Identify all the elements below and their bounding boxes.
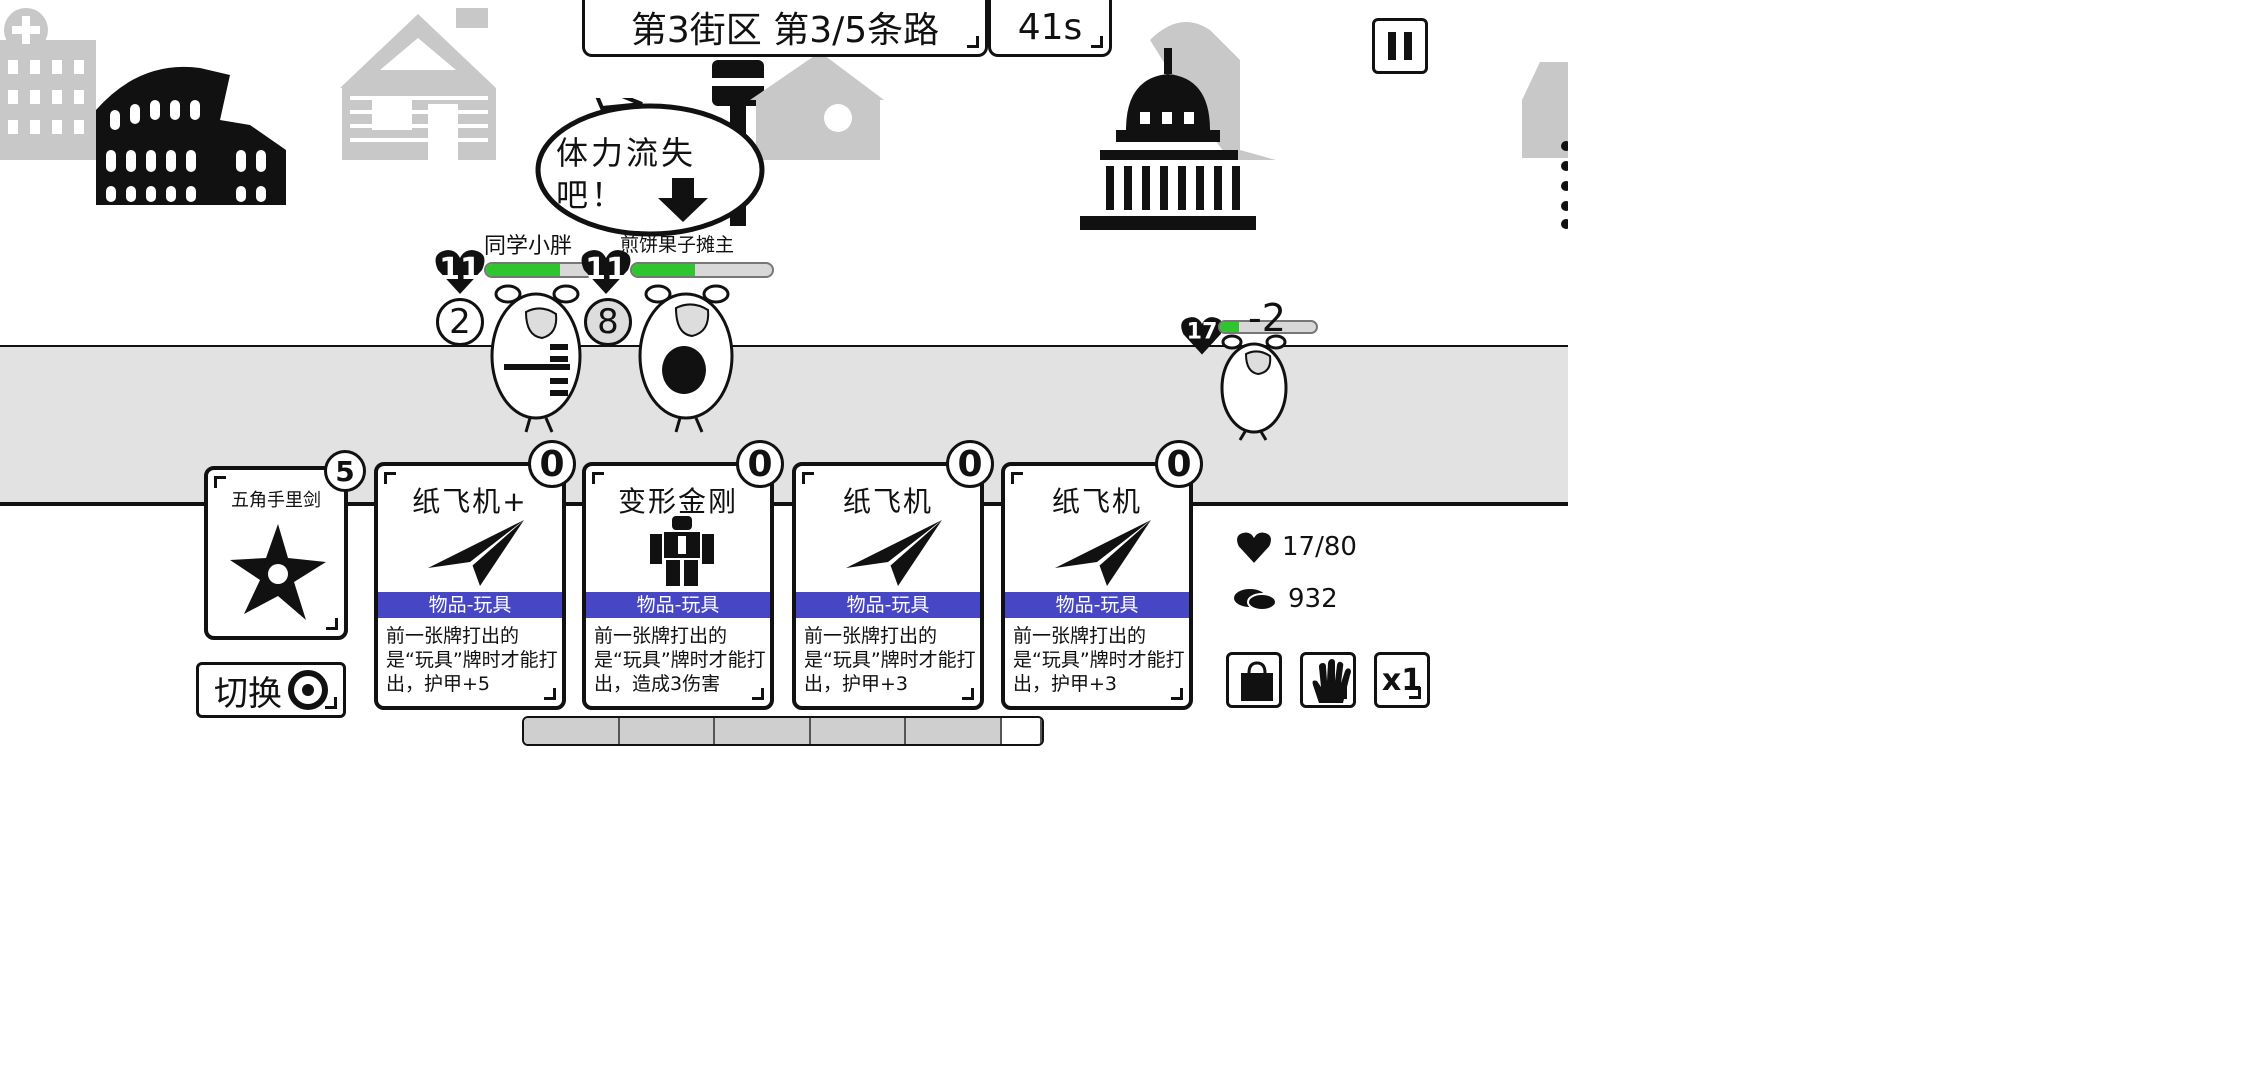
progress-segment bbox=[906, 718, 1002, 744]
paper-plane-icon bbox=[1055, 520, 1151, 586]
card-type-tag: 物品-玩具 bbox=[796, 592, 980, 618]
heart-icon bbox=[1237, 532, 1271, 563]
enemy-heart-value-1: 11 bbox=[439, 252, 481, 287]
card-description: 前一张牌打出的是“玩具”牌时才能打出，护甲+3 bbox=[804, 625, 976, 695]
player-character bbox=[1220, 334, 1288, 441]
shuriken-icon bbox=[230, 524, 326, 620]
draw-pile-card-name: 五角手里剑 bbox=[231, 490, 321, 511]
enemy-name-2: 煎饼果子摊主 bbox=[620, 234, 735, 256]
coin-value: 932 bbox=[1288, 584, 1338, 614]
draw-pile[interactable]: 五角手里剑 bbox=[204, 466, 348, 640]
heart-icon bbox=[1181, 317, 1223, 355]
bag-button[interactable] bbox=[1226, 652, 1282, 708]
right-edge-building-icon bbox=[1522, 62, 1568, 229]
enemy-heart-1: 11 bbox=[434, 248, 486, 294]
card-cost-3: 0 bbox=[946, 440, 994, 488]
card-type-tag: 物品-玩具 bbox=[586, 592, 770, 618]
hand-card-1[interactable]: 纸飞机+ 物品-玩具前一张牌打出的是“玩具”牌时才能打出，护甲+5 bbox=[374, 462, 566, 710]
card-title: 变形金刚 bbox=[617, 485, 738, 518]
enemy-heart-2: 11 bbox=[580, 248, 632, 294]
speed-label: x1 bbox=[1381, 662, 1423, 698]
card-title: 纸飞机 bbox=[842, 485, 933, 518]
draw-pile-count: 5 bbox=[324, 450, 366, 492]
colosseum-icon bbox=[96, 66, 286, 206]
card-type-tag: 物品-玩具 bbox=[1005, 592, 1189, 618]
card-cost-value: 0 bbox=[957, 443, 983, 485]
card-description: 前一张牌打出的是“玩具”牌时才能打出，造成3伤害 bbox=[594, 625, 766, 695]
paper-plane-icon bbox=[428, 520, 524, 586]
card-art bbox=[622, 516, 742, 588]
enemy-counter-value-1: 2 bbox=[449, 302, 471, 342]
progress-segment bbox=[1002, 718, 1042, 744]
coins-icon bbox=[1234, 589, 1277, 611]
card-title: 纸飞机 bbox=[1051, 485, 1142, 518]
progress-segment bbox=[810, 718, 907, 744]
heart-icon bbox=[435, 250, 485, 294]
enemy-heart-value-2: 11 bbox=[585, 252, 627, 287]
enemy-counter-value-2: 8 bbox=[597, 302, 619, 342]
progress-segment bbox=[715, 718, 811, 744]
health-value: 17/80 bbox=[1282, 532, 1357, 562]
enemy-hp-fill-1 bbox=[486, 264, 561, 276]
lifebuoy-icon bbox=[288, 670, 328, 710]
player-heart-value: 17 bbox=[1186, 318, 1218, 345]
card-cost-2: 0 bbox=[736, 440, 784, 488]
city-skyline-background bbox=[0, 8, 1568, 230]
card-cost-1: 0 bbox=[528, 440, 576, 488]
enemy-counter-1: 2 bbox=[436, 298, 484, 346]
heart-icon bbox=[581, 250, 631, 294]
switch-button[interactable]: 切换 bbox=[196, 662, 346, 718]
hand-card-3[interactable]: 纸飞机物品-玩具前一张牌打出的是“玩具”牌时才能打出，护甲+3 bbox=[792, 462, 984, 710]
card-art bbox=[414, 516, 534, 588]
speed-button[interactable]: x1 bbox=[1374, 652, 1430, 708]
card-art bbox=[832, 516, 952, 588]
card-description: 前一张牌打出的是“玩具”牌时才能打出，护甲+5 bbox=[386, 625, 558, 695]
enemy-character-1[interactable] bbox=[486, 278, 586, 434]
card-cost-value: 0 bbox=[1166, 443, 1192, 485]
card-art bbox=[1041, 516, 1161, 588]
health-stat: 17/80 bbox=[1236, 530, 1357, 564]
switch-button-label: 切换 bbox=[214, 673, 282, 714]
hand-card-4[interactable]: 纸飞机物品-玩具前一张牌打出的是“玩具”牌时才能打出，护甲+3 bbox=[1001, 462, 1193, 710]
speech-bubble-text: 体力流失吧！ bbox=[556, 134, 697, 214]
pause-icon bbox=[1388, 32, 1396, 60]
player-hp-bar bbox=[1218, 320, 1318, 334]
hand-card-2[interactable]: 变形金刚物品-玩具前一张牌打出的是“玩具”牌时才能打出，造成3伤害 bbox=[582, 462, 774, 710]
robot-icon bbox=[650, 516, 714, 586]
coin-stat: 932 bbox=[1232, 584, 1338, 614]
enemy-character-2[interactable] bbox=[634, 278, 738, 434]
paper-plane-icon bbox=[846, 520, 942, 586]
wooden-house-icon bbox=[340, 8, 496, 160]
card-description: 前一张牌打出的是“玩具”牌时才能打出，护甲+3 bbox=[1013, 625, 1185, 695]
enemy-counter-2: 8 bbox=[584, 298, 632, 346]
pause-button[interactable] bbox=[1372, 18, 1428, 74]
card-title: 纸飞机+ bbox=[412, 485, 528, 518]
damage-popup: -2 bbox=[1248, 296, 1286, 340]
progress-segment bbox=[619, 718, 716, 744]
timer-text: 41s bbox=[1017, 6, 1083, 48]
card-cost-value: 0 bbox=[539, 443, 565, 485]
card-cost-value: 0 bbox=[747, 443, 773, 485]
enemy-hp-bar-2 bbox=[630, 262, 774, 278]
speech-bubble bbox=[535, 98, 765, 237]
card-cost-4: 0 bbox=[1155, 440, 1203, 488]
progress-segment bbox=[524, 718, 620, 744]
timer-display: 41s bbox=[988, 0, 1112, 57]
stage-label: 第3街区 第3/5条路 bbox=[582, 0, 988, 57]
player-heart: 17 bbox=[1180, 315, 1224, 355]
turn-progress-bar bbox=[522, 716, 1044, 746]
stage-label-text: 第3街区 第3/5条路 bbox=[630, 10, 940, 51]
card-type-tag: 物品-玩具 bbox=[378, 592, 562, 618]
hand-button[interactable] bbox=[1300, 652, 1356, 708]
hospital-building-icon bbox=[0, 8, 96, 160]
capitol-building-icon bbox=[1080, 22, 1276, 230]
enemy-hp-bar-1 bbox=[484, 262, 612, 278]
enemy-hp-fill-2 bbox=[632, 264, 695, 276]
player-hp-fill bbox=[1220, 322, 1240, 332]
enemy-name-1: 同学小胖 bbox=[484, 234, 573, 259]
shopping-bag-icon bbox=[1241, 661, 1273, 701]
hand-icon bbox=[1312, 659, 1351, 703]
